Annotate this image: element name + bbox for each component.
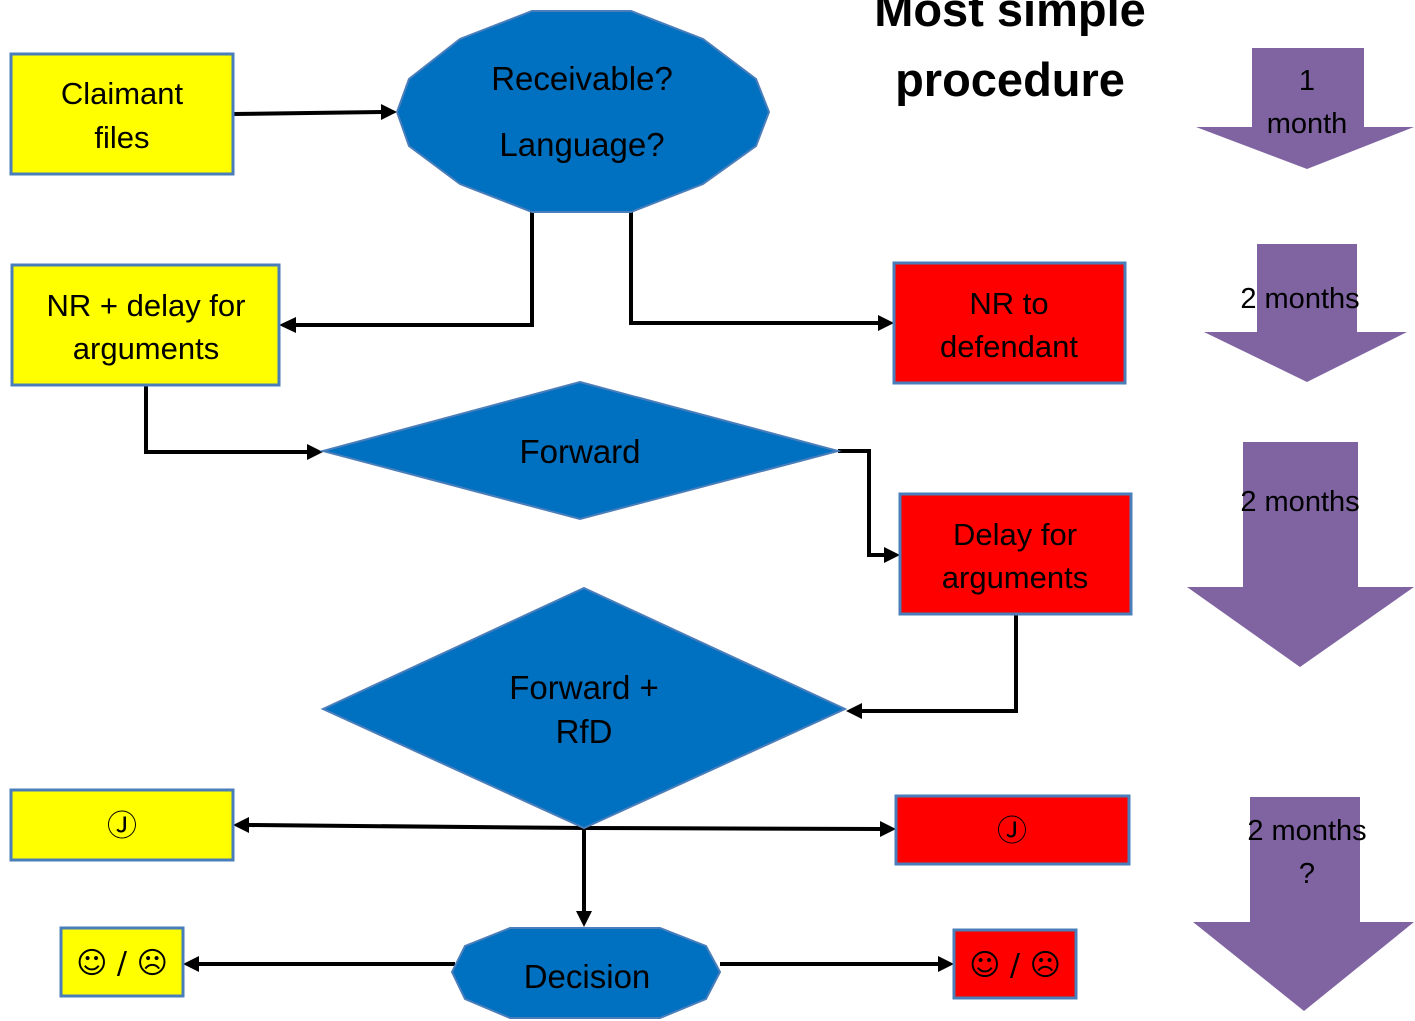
- node-delay-arguments-line-2: arguments: [942, 560, 1088, 595]
- node-decision: [450, 927, 722, 1019]
- node-claimant-files-line-1: Claimant: [61, 76, 184, 111]
- node-forward-rfd-line-2: RfD: [556, 713, 613, 750]
- node-decision-label: Decision: [524, 958, 651, 995]
- connector-delay-to-forward-rfd: [862, 614, 1018, 713]
- title-line-1: Most simple: [874, 0, 1146, 36]
- arrowhead: [183, 956, 199, 972]
- timeline-arrow-1: [1196, 48, 1414, 169]
- node-delay-arguments-line-1: Delay for: [953, 517, 1077, 552]
- smile-frown-icon: ☺ / ☹: [969, 948, 1061, 983]
- node-receivable: [395, 10, 771, 213]
- node-forward: [319, 380, 842, 521]
- smile-frown-icon: ☺ / ☹: [76, 946, 168, 981]
- node-outcome-claimant: [59, 926, 185, 998]
- arrowhead: [846, 703, 862, 719]
- node-nr-defendant-line-2: defendant: [940, 329, 1078, 364]
- connector-rfd-to-clock-right: [583, 826, 882, 831]
- timeline-arrow-3: [1187, 442, 1414, 667]
- arrowhead: [307, 444, 323, 460]
- arrowhead: [279, 317, 296, 333]
- node-claimant-files: [9, 52, 235, 176]
- node-nr-delay-line-2: arguments: [73, 331, 219, 366]
- arrowhead: [878, 315, 894, 331]
- timeline-label-1-line-2: month: [1267, 108, 1348, 140]
- connector-forward-to-delay: [838, 449, 885, 557]
- title-line-2: procedure: [895, 53, 1125, 106]
- timeline-label-3: 2 months: [1240, 486, 1359, 518]
- node-receivable-line-1: Receivable?: [491, 60, 673, 97]
- node-forward-rfd: [320, 586, 848, 830]
- node-receivable-line-2: Language?: [499, 126, 664, 163]
- arrowhead: [880, 821, 896, 837]
- node-forward-label: Forward: [519, 433, 640, 470]
- clock-icon: Ⓙ: [107, 809, 137, 844]
- timeline-arrow-2: [1204, 244, 1407, 382]
- clock-icon: Ⓙ: [997, 814, 1027, 849]
- node-nr-delay-for-arguments: [10, 263, 281, 387]
- node-nr-defendant-line-1: NR to: [969, 286, 1048, 321]
- timeline-label-4-line-2: ?: [1299, 858, 1315, 890]
- timeline-arrow-4: [1193, 797, 1414, 1011]
- arrowhead: [576, 911, 592, 927]
- timeline-label-4-line-1: 2 months: [1247, 815, 1366, 847]
- node-outcome-defendant: [952, 928, 1078, 1000]
- node-clock-claimant: [9, 788, 235, 862]
- connector-receivable-to-nr-delay: [295, 212, 534, 327]
- timeline-label-1-line-1: 1: [1299, 65, 1315, 97]
- node-claimant-files-line-2: files: [94, 120, 149, 155]
- node-clock-defendant: [894, 794, 1131, 866]
- arrowhead: [884, 547, 900, 563]
- arrowhead: [381, 104, 397, 120]
- node-nr-delay-line-1: NR + delay for: [46, 288, 245, 323]
- arrowhead: [233, 817, 249, 833]
- node-nr-to-defendant: [892, 261, 1127, 385]
- timeline-label-2: 2 months: [1240, 283, 1359, 315]
- connector-rfd-to-clock-left: [247, 823, 585, 830]
- connector-claimant-to-receivable: [232, 110, 383, 116]
- connector-receivable-to-nr-defendant: [629, 212, 879, 325]
- node-forward-rfd-line-1: Forward +: [509, 669, 658, 706]
- arrowhead: [938, 956, 954, 972]
- node-delay-for-arguments: [898, 492, 1133, 616]
- connector-nr-delay-to-forward: [144, 386, 308, 454]
